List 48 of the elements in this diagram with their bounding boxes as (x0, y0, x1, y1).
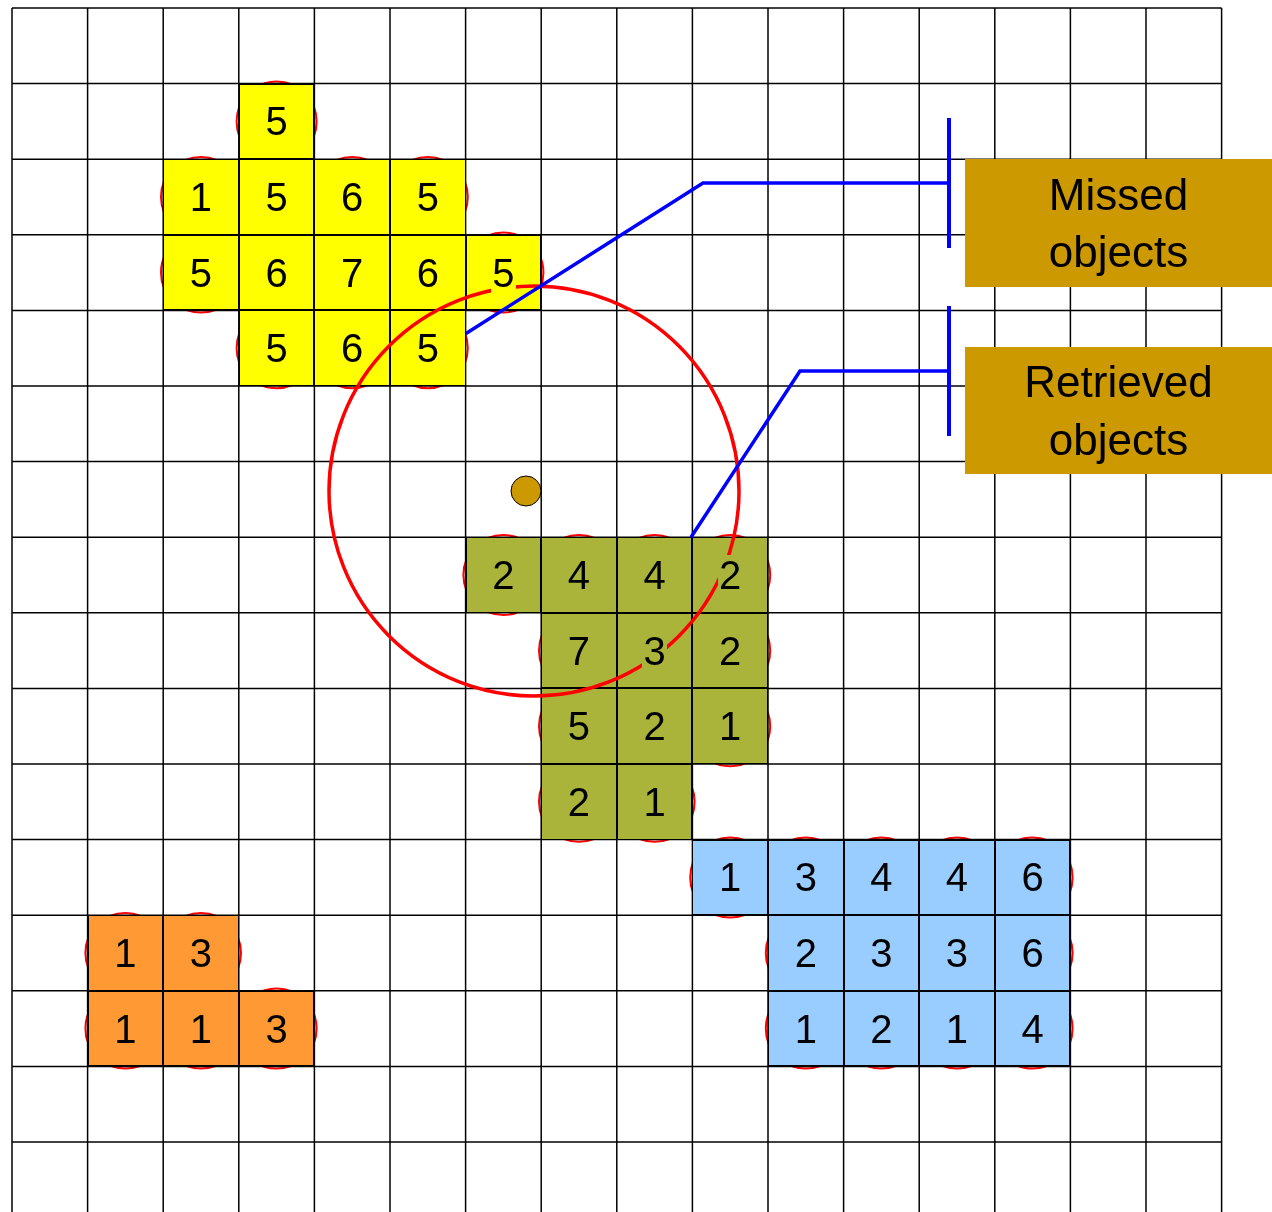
grid-cell (314, 159, 390, 235)
grid-cell (768, 990, 844, 1067)
grid-cell (541, 537, 617, 613)
grid-cell (314, 310, 390, 386)
grid-cell (616, 612, 693, 689)
grid-cell (541, 612, 617, 689)
callout-box (965, 347, 1272, 474)
grid-cell (238, 83, 315, 160)
grid-cell (994, 839, 1071, 916)
grid-cell (843, 839, 920, 916)
grid-cell (616, 537, 693, 613)
grid-cell (692, 688, 768, 764)
grid-cell (238, 310, 315, 386)
grid-cell (238, 990, 315, 1067)
grid-cell (919, 990, 995, 1067)
grid-cell (163, 990, 239, 1067)
grid-cell (692, 537, 768, 613)
leader-line (464, 116, 951, 336)
grid-cell (238, 234, 315, 311)
callout-box (965, 159, 1272, 287)
grid-cell (919, 915, 995, 991)
grid-cell (768, 915, 844, 991)
grid-cell (541, 764, 617, 840)
grid-cell (390, 234, 466, 311)
grid-cell (692, 839, 768, 916)
grid-cell (541, 688, 617, 764)
grid-cell (390, 310, 466, 386)
grid-cell (994, 915, 1071, 991)
callout-label: Missed objects (1047, 168, 1190, 278)
grid-cell (163, 234, 239, 311)
grid-cell (768, 839, 844, 916)
grid-cell (616, 764, 693, 840)
grid-cell (616, 688, 693, 764)
grid-cell (692, 612, 768, 689)
grid-cell (843, 990, 920, 1067)
grid-cell (314, 234, 390, 311)
grid-cell (843, 915, 920, 991)
grid-cell (87, 915, 164, 991)
grid-cell (994, 990, 1071, 1067)
grid-cell (87, 990, 164, 1067)
grid-cell (163, 915, 239, 991)
grid-cell (390, 159, 466, 235)
grid-cell (238, 159, 315, 235)
callout-label: Retrieved objects (1023, 356, 1214, 466)
leader-line (689, 304, 951, 539)
grid-cell (465, 537, 542, 613)
grid-cell (919, 839, 995, 916)
grid-cell (163, 159, 239, 235)
